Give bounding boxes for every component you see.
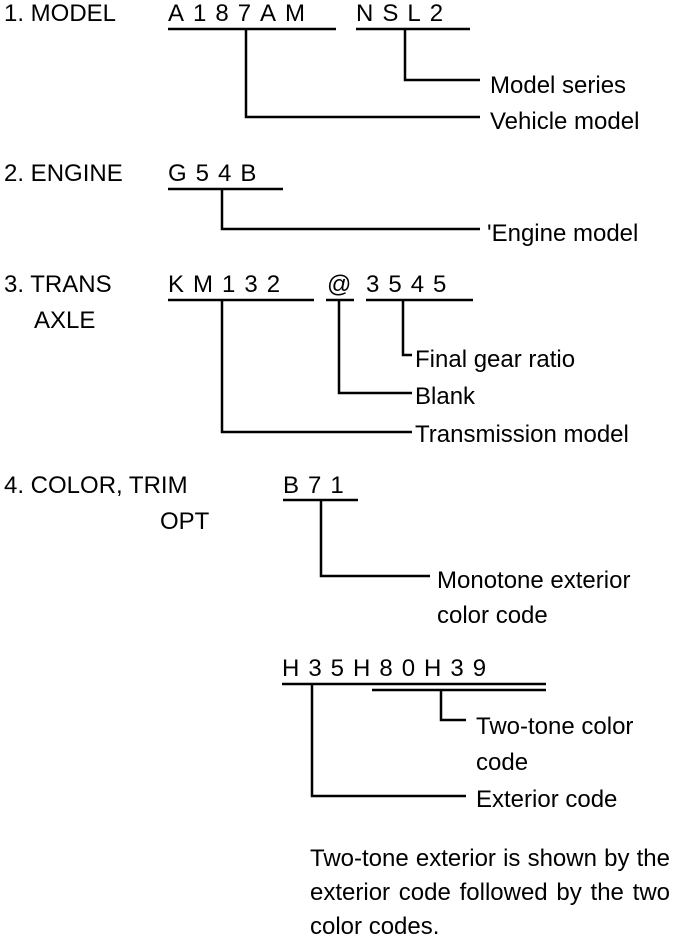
blank-callout: Blank <box>415 383 476 410</box>
two-tone-leader <box>439 690 466 722</box>
mono-code: B71 <box>283 472 353 499</box>
trans-code-c: 3545 <box>366 271 456 298</box>
vehicle-model-leader <box>244 29 480 119</box>
engine-label: 2. ENGINE <box>4 160 123 187</box>
two-tone-callout-line1: Two-tone color <box>476 713 634 740</box>
trans-code-b: @ <box>327 271 352 298</box>
trans-code-a: KM132 <box>168 271 290 298</box>
trans-label-line1: 3. TRANS <box>4 271 112 298</box>
engine-model-callout: 'Engine model <box>487 220 639 247</box>
engine-code: G54B <box>168 160 266 187</box>
mono-leader <box>319 500 430 578</box>
model-series-callout: Model series <box>490 72 627 99</box>
final-gear-leader <box>401 300 412 357</box>
final-gear-callout: Final gear ratio <box>415 346 576 373</box>
blank-leader <box>337 300 412 395</box>
model-code-a: A187AM <box>168 0 315 27</box>
color-label-line1: 4. COLOR, TRIM <box>4 472 188 499</box>
color-label-line2: OPT <box>160 508 210 535</box>
two-tone-note: Two-tone exterior is shown by the exteri… <box>310 845 670 940</box>
transmission-model-callout: Transmission model <box>415 421 629 448</box>
mono-callout-line2: color code <box>437 602 548 629</box>
vehicle-model-callout: Vehicle model <box>490 108 640 135</box>
trans-label-line2: AXLE <box>34 307 96 334</box>
engine-model-leader <box>220 189 480 231</box>
model-label: 1. MODEL <box>4 0 117 27</box>
exterior-code-leader <box>310 684 466 798</box>
exterior-code-callout: Exterior code <box>476 786 618 813</box>
model-code-b: NSL2 <box>356 0 453 27</box>
transmission-model-leader <box>220 300 412 434</box>
mono-callout-line1: Monotone exterior <box>437 567 631 594</box>
two-tone-code: H35H80H39 <box>282 655 496 682</box>
model-series-leader <box>403 29 480 82</box>
two-tone-callout-line2: code <box>476 749 529 776</box>
